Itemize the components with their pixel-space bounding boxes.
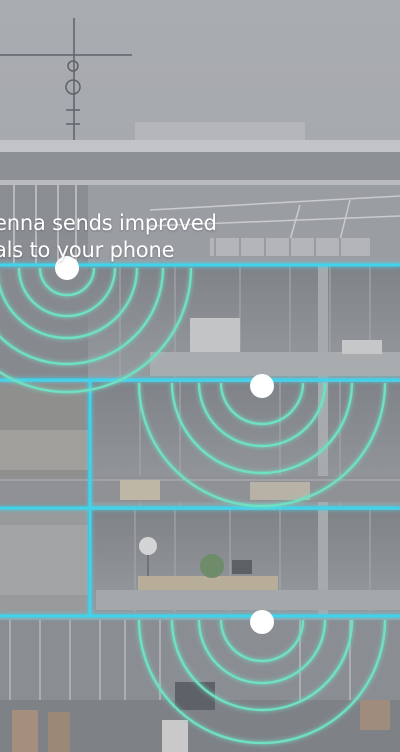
signal-wave-icon	[137, 619, 387, 745]
antenna-node	[250, 610, 274, 634]
floor-3-interior	[0, 510, 400, 615]
ground-floor	[0, 620, 400, 752]
antenna-icon	[0, 18, 132, 150]
floor-1-interior	[0, 265, 400, 380]
signal-wave-icon	[0, 267, 193, 394]
antenna-node	[55, 256, 79, 280]
top-floor	[0, 185, 400, 265]
signal-wave-icon	[137, 382, 387, 508]
caption-line-1: enna sends improved	[0, 211, 217, 235]
caption-line-2: als to your phone	[0, 238, 175, 262]
antenna-node	[250, 374, 274, 398]
caption: enna sends improved als to your phone	[0, 210, 254, 264]
rooftop	[0, 122, 400, 188]
floor-2-interior	[0, 382, 400, 508]
